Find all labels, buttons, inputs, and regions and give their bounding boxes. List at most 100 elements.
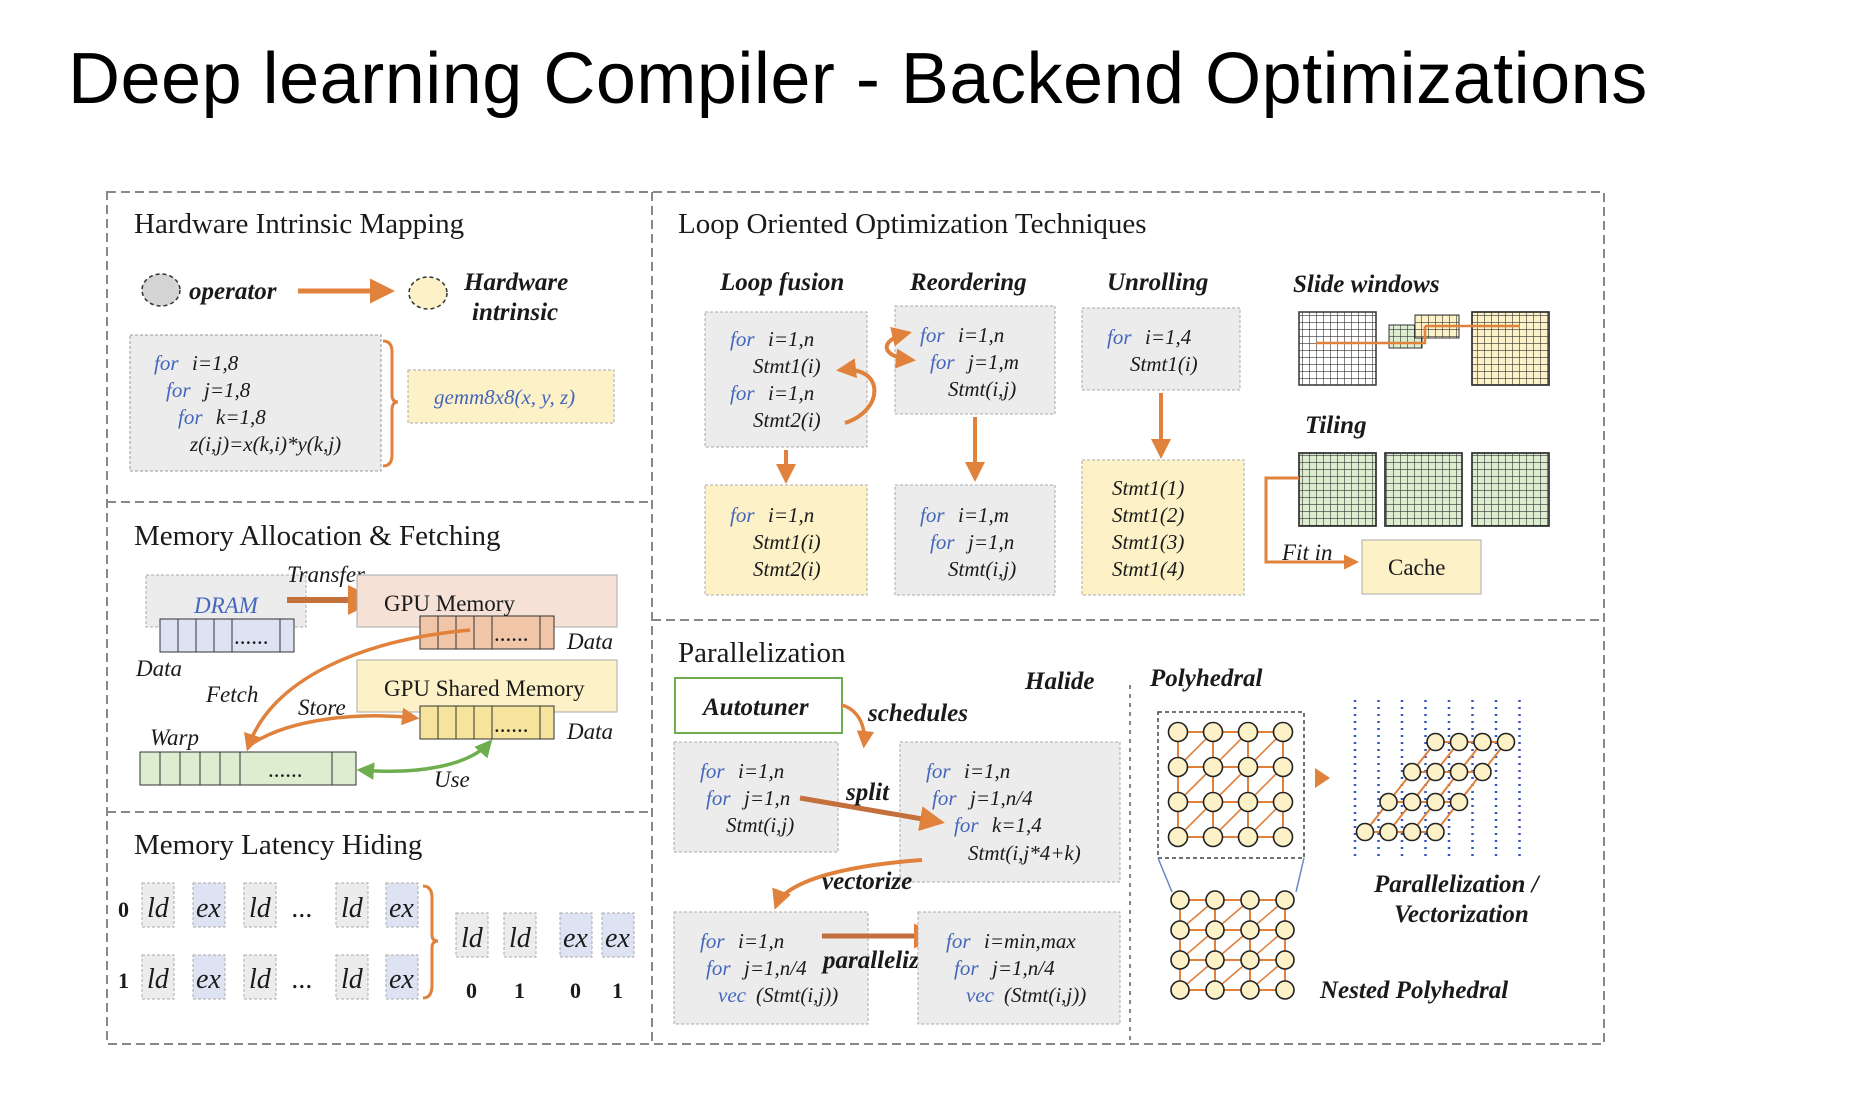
ex-cell — [559, 912, 593, 958]
ld-cell — [335, 882, 369, 928]
code-line: Stmt(i,j) — [726, 813, 794, 837]
ld-label: ld — [509, 923, 532, 954]
code-line: j=1,n/4 — [989, 956, 1055, 980]
code-line: i=1,n — [958, 323, 1004, 347]
ld-label: ld — [461, 923, 484, 954]
iteration-node — [1205, 920, 1225, 940]
slide-heading: Slide windows — [1293, 271, 1440, 298]
code-line: i=1,n — [738, 759, 784, 783]
halide-label: Halide — [1024, 668, 1094, 695]
code-for: for — [706, 786, 731, 810]
iteration-node — [1202, 826, 1224, 848]
slide-grid — [1298, 311, 1377, 386]
ex-label: ex — [196, 964, 221, 995]
reorder-heading: Reordering — [909, 269, 1027, 296]
parallelize-label: parallelize — [821, 947, 930, 974]
fit-arrow — [1264, 476, 1359, 570]
code-line: Stmt1(1) — [1112, 476, 1184, 500]
ex-cell — [192, 954, 226, 1000]
store-label: Store — [298, 695, 346, 720]
dram-data-cells — [159, 618, 295, 653]
cell-dots: ...... — [494, 712, 529, 737]
iteration-node — [1202, 791, 1224, 813]
ld-label: ld — [249, 964, 272, 995]
code-vec: vec — [718, 983, 747, 1007]
iteration-node — [1167, 756, 1189, 778]
split-arrow — [799, 795, 945, 831]
gpu-memory-label: GPU Memory — [384, 591, 515, 616]
iteration-node — [1202, 756, 1224, 778]
store-arrow — [249, 707, 420, 747]
warp-cells — [139, 751, 357, 786]
nested-polyhedral-grid — [1170, 890, 1295, 1000]
schedules-arrow — [841, 703, 875, 749]
gemm-label: gemm8x8(x, y, z) — [434, 385, 575, 409]
code-line: j=1,n — [965, 530, 1014, 554]
code-line: i=1,n — [964, 759, 1010, 783]
code-line: (Stmt(i,j)) — [756, 983, 838, 1007]
code-line: i=1,m — [958, 503, 1009, 527]
code-for: for — [930, 530, 955, 554]
code-for: for — [930, 350, 955, 374]
brace — [422, 884, 439, 1000]
ld-label: ld — [341, 964, 364, 995]
iteration-node — [1449, 732, 1469, 752]
code-line: j=1,n/4 — [741, 956, 807, 980]
code-for: for — [932, 786, 957, 810]
loop-optimization-panel: Loop Oriented Optimization Techniques Lo… — [678, 208, 1550, 596]
code-line: Stmt1(3) — [1112, 530, 1184, 554]
cell-dividers — [177, 619, 281, 652]
iteration-node — [1272, 791, 1294, 813]
stream-index: 0 — [570, 978, 581, 1003]
stream-index: 1 — [514, 978, 525, 1003]
iteration-node — [1426, 792, 1445, 812]
iteration-node — [1449, 792, 1469, 812]
par-title: Parallelization — [678, 637, 846, 669]
iteration-node — [1205, 980, 1225, 1000]
iteration-node — [1237, 721, 1259, 743]
ld-cell — [141, 882, 175, 928]
code-line: i=1,4 — [1145, 325, 1192, 349]
iteration-node — [1426, 732, 1445, 752]
iteration-node — [1237, 791, 1259, 813]
code-line: Stmt1(i) — [1130, 352, 1198, 376]
code-line: (Stmt(i,j)) — [1004, 983, 1086, 1007]
fusion-after-box — [704, 484, 868, 596]
iteration-node — [1473, 762, 1492, 782]
ex-label: ex — [389, 893, 414, 924]
tile-grid-lines — [1471, 452, 1550, 527]
code-line: Stmt(i,j) — [948, 557, 1016, 581]
iteration-node — [1379, 822, 1398, 842]
unroll-before-box — [1081, 307, 1241, 391]
iteration-node — [1272, 826, 1294, 848]
iteration-node — [1275, 950, 1295, 970]
stream-index: 1 — [612, 978, 623, 1003]
iteration-node — [1473, 732, 1492, 752]
iteration-node — [1167, 791, 1189, 813]
row-index: 0 — [118, 897, 129, 922]
ex-label: ex — [389, 964, 414, 995]
gemm-box — [407, 369, 615, 424]
polyhedral-grid — [1167, 721, 1294, 848]
latency-hiding-panel: Memory Latency Hiding 0 1 ld ex ld ... l… — [118, 829, 635, 1003]
iteration-node — [1379, 792, 1398, 812]
iteration-node — [1205, 890, 1225, 910]
code-line: k=1,4 — [992, 813, 1042, 837]
gpu-shared-label: GPU Shared Memory — [384, 676, 585, 701]
iteration-node — [1167, 826, 1189, 848]
stream-index: 0 — [466, 978, 477, 1003]
data-label: Data — [135, 656, 182, 681]
reorder-arrow — [884, 326, 916, 369]
ld-label: ld — [341, 893, 364, 924]
code-for: for — [700, 759, 725, 783]
code-line: i=1,8 — [192, 351, 239, 375]
vectorize-arrow — [772, 858, 923, 910]
iteration-node — [1449, 762, 1469, 782]
cell-dividers — [437, 706, 541, 739]
panel-borders — [106, 191, 1605, 1045]
iteration-node — [1170, 980, 1190, 1000]
polyhedral-box — [1157, 711, 1305, 859]
ex-label: ex — [563, 923, 588, 954]
ld-label: ld — [147, 964, 170, 995]
code-line: i=1,n — [768, 503, 814, 527]
